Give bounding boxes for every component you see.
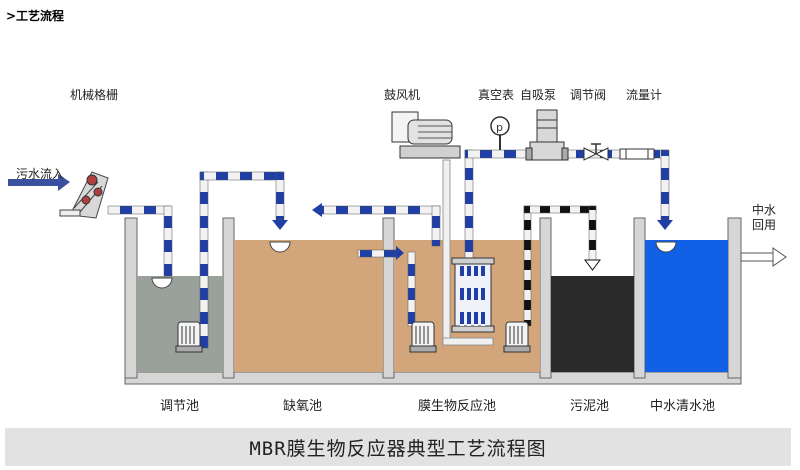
inflow-pipe xyxy=(8,179,58,186)
footer-bar: MBR膜生物反应器典型工艺流程图 xyxy=(5,428,791,466)
flowmeter-icon xyxy=(619,148,655,160)
tank-label-anoxic: 缺氧池 xyxy=(283,399,322,414)
pipe-anoxic-to-mbr xyxy=(357,249,397,258)
pipe-mbr-recycle xyxy=(321,205,441,215)
sludge-tank-water xyxy=(551,276,634,372)
regulating-valve-icon xyxy=(583,143,609,161)
pipe-sludge xyxy=(523,205,532,327)
mbr-right-pump-icon xyxy=(503,321,531,353)
label-outflow-line1: 中水 xyxy=(752,202,776,217)
regulating-diffuser-icon xyxy=(151,277,173,289)
label-blower: 鼓风机 xyxy=(384,88,420,102)
membrane-module-icon xyxy=(451,257,495,333)
label-regulating-valve: 调节阀 xyxy=(570,88,606,102)
outflow-arrow-icon xyxy=(772,247,787,267)
label-flowmeter: 流量计 xyxy=(626,88,662,102)
label-vacuum-gauge: 真空表 xyxy=(478,88,514,102)
mechanical-screen-icon xyxy=(59,171,109,219)
tank-label-mbr: 膜生物反应池 xyxy=(418,398,496,414)
vacuum-gauge-icon: p xyxy=(490,116,510,150)
air-pipe xyxy=(442,159,451,345)
outflow-pipe xyxy=(740,252,774,262)
label-outflow-line2: 回用 xyxy=(752,218,776,232)
reclaimed-diffuser-icon xyxy=(655,241,677,253)
blower-icon xyxy=(391,111,461,159)
regulating-tank-pump-icon xyxy=(175,321,203,353)
pipe-permeate xyxy=(464,149,474,263)
label-self-priming-pump: 自吸泵 xyxy=(520,88,556,102)
right-arrow-overflow-icon xyxy=(396,246,404,260)
label-outflow: 中水 回用 xyxy=(752,202,780,232)
mbr-left-pump-icon xyxy=(409,321,437,353)
tank-label-sludge: 污泥池 xyxy=(570,399,609,414)
anoxic-diffuser-icon xyxy=(269,241,291,253)
svg-text:p: p xyxy=(496,121,503,134)
header-title: >工艺流程 xyxy=(6,8,64,23)
self-priming-pump-icon xyxy=(525,109,569,161)
left-arrow-recycle-icon xyxy=(312,203,322,217)
label-inflow: 污水流入 xyxy=(16,167,64,181)
pipe-mbr-left-pump xyxy=(407,251,416,327)
down-arrow-anoxic-icon xyxy=(272,220,288,230)
down-arrow-reclaimed-icon xyxy=(657,220,673,230)
label-screen: 机械格栅 xyxy=(70,87,118,102)
inflow-arrow-icon xyxy=(58,174,70,191)
footer-title: MBR膜生物反应器典型工艺流程图 xyxy=(249,437,547,460)
reclaimed-tank-water xyxy=(645,240,728,372)
pipe-screen-to-regulating xyxy=(107,205,171,215)
pipe-regulating-to-anoxic xyxy=(199,171,209,349)
tank-label-regulating: 调节池 xyxy=(160,399,199,414)
down-arrow-sludge-icon xyxy=(584,259,601,271)
tank-label-reclaimed: 中水清水池 xyxy=(650,399,715,414)
anoxic-tank-water xyxy=(234,240,383,372)
